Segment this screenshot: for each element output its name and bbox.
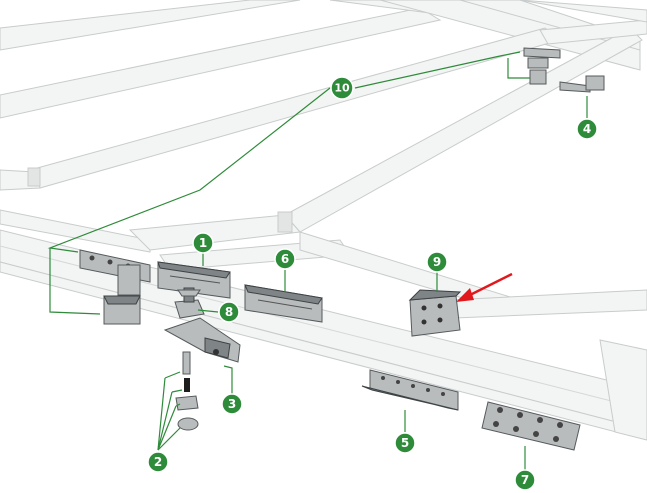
- callout-6: 6: [274, 248, 296, 270]
- highlight-arrow-icon: [456, 272, 513, 302]
- svg-text:7: 7: [521, 473, 529, 487]
- part-bracket-7: [481, 401, 581, 451]
- svg-text:1: 1: [199, 236, 207, 250]
- part-slide-block-6: [244, 284, 323, 323]
- callout-9: 9: [426, 251, 448, 273]
- part-slide-block-1: [157, 261, 231, 299]
- svg-text:4: 4: [583, 122, 591, 136]
- callout-1: 1: [192, 232, 214, 254]
- svg-text:8: 8: [225, 305, 233, 319]
- svg-text:5: 5: [401, 436, 409, 450]
- part-latch-3: [163, 317, 241, 363]
- callout-5: 5: [394, 432, 416, 454]
- callout-10: 10: [330, 76, 354, 100]
- part-pin-4: [559, 75, 605, 93]
- part-bracket-5: [361, 369, 459, 411]
- svg-text:9: 9: [433, 255, 441, 269]
- part-hinge-upper: [523, 47, 561, 85]
- svg-text:10: 10: [334, 82, 350, 95]
- part-connector-9: [408, 289, 462, 337]
- part-knob-8: [174, 287, 205, 319]
- part-hinge-left: [79, 249, 151, 325]
- svg-text:6: 6: [281, 252, 289, 266]
- svg-text:2: 2: [154, 455, 162, 469]
- svg-text:3: 3: [228, 397, 236, 411]
- callout-7: 7: [514, 469, 536, 491]
- callout-8: 8: [218, 301, 240, 323]
- callout-2: 2: [147, 451, 169, 473]
- part-pin-set-2: [175, 351, 199, 431]
- canopy-frame: [0, 0, 647, 441]
- leader-lines: [47, 51, 588, 470]
- callout-3: 3: [221, 393, 243, 415]
- callout-4: 4: [576, 118, 598, 140]
